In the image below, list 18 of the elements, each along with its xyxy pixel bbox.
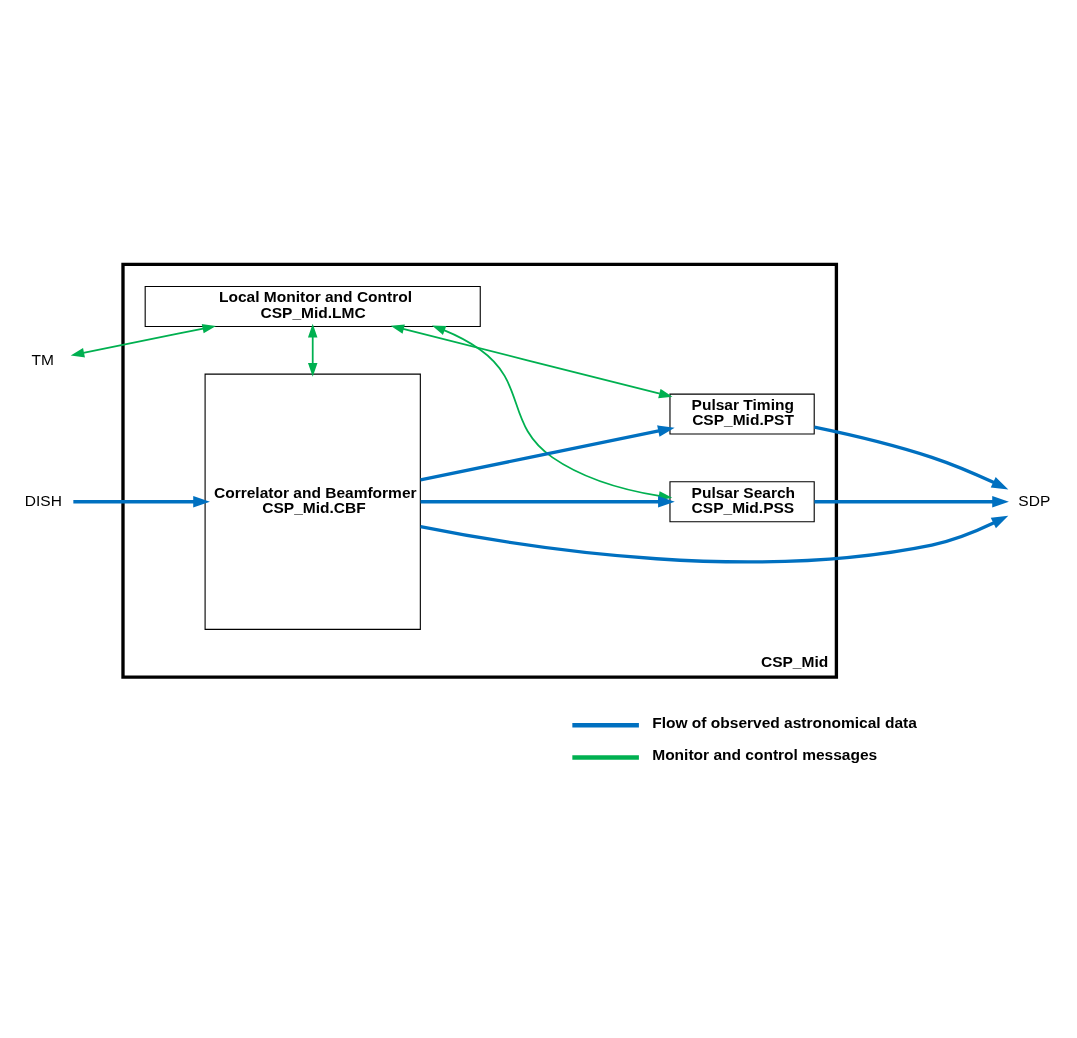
legend-label: Monitor and control messages bbox=[652, 745, 878, 763]
node-text: SDP bbox=[1018, 491, 1051, 509]
node-box: Local Monitor and Control CSP_Mid.LMC bbox=[144, 285, 481, 327]
arrow bbox=[420, 515, 1009, 564]
arrow bbox=[420, 424, 675, 481]
arrow bbox=[70, 323, 216, 357]
node-box: Pulsar Search CSP_Mid.PSS bbox=[669, 480, 815, 522]
arrow bbox=[814, 425, 1009, 489]
node-box: Pulsar Timing CSP_Mid.PST bbox=[669, 393, 815, 435]
node-text: DISH bbox=[24, 491, 62, 509]
arrow bbox=[420, 495, 675, 508]
arrow bbox=[307, 323, 318, 377]
arrow bbox=[814, 495, 1009, 508]
node-box: Correlator and Beamformer CSP_Mid.CBF bbox=[204, 373, 421, 630]
arrow bbox=[390, 324, 673, 398]
legend-label: Flow of observed astronomical data bbox=[652, 713, 917, 731]
node-text: TM bbox=[31, 350, 54, 368]
arrow bbox=[73, 495, 210, 508]
